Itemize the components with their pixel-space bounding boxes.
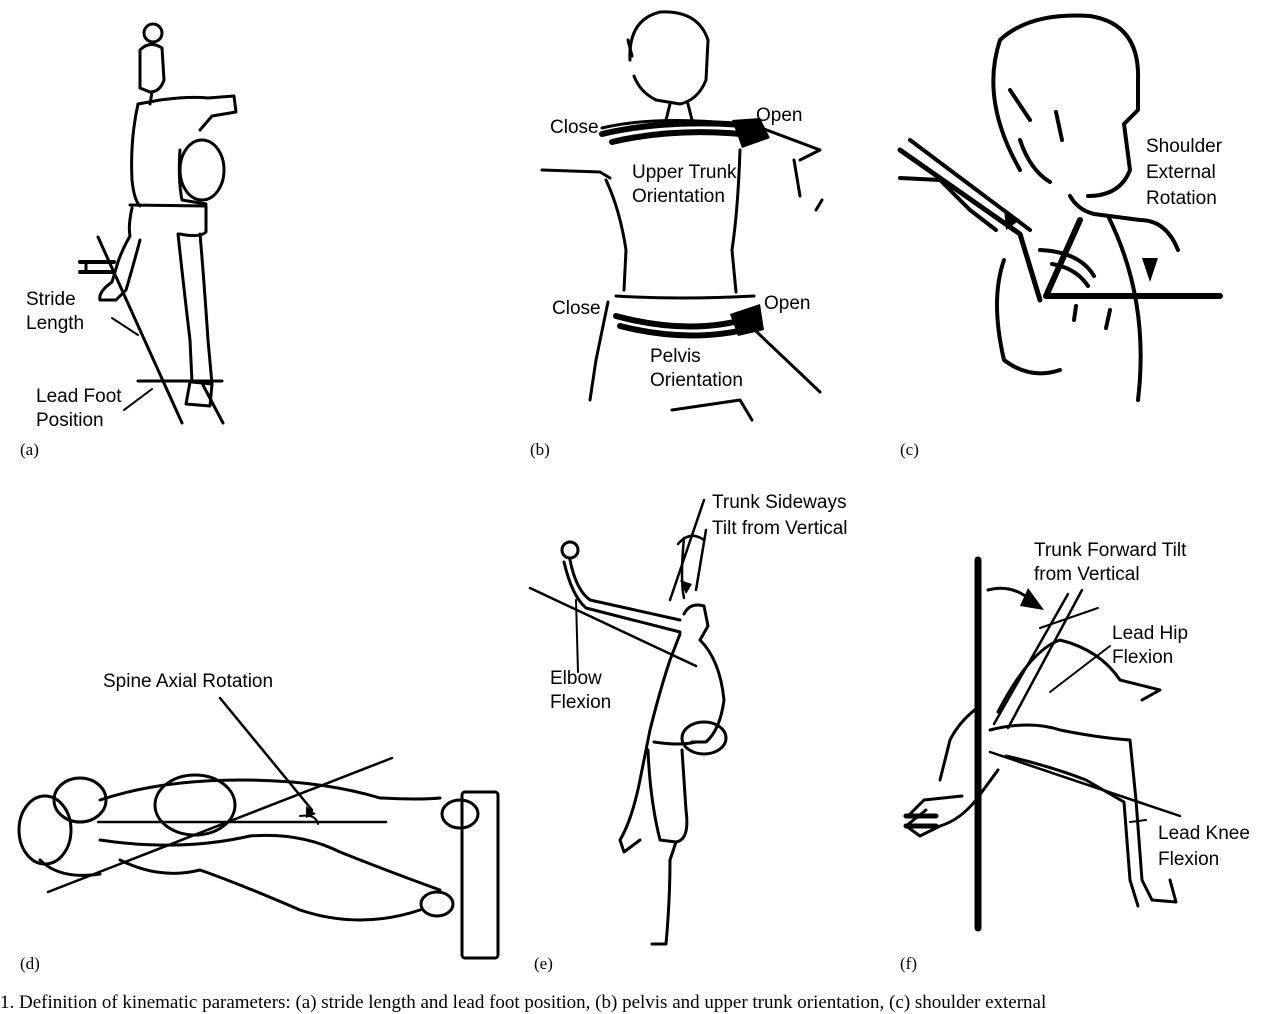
elbow-flexion-label: Elbow Flexion <box>550 668 612 713</box>
lead-foot-position-label: Lead Foot Position <box>36 386 122 431</box>
figure-caption: 1. Definition of kinematic parameters: (… <box>0 992 1047 1013</box>
shoulder-rotation-figure <box>880 0 1280 470</box>
lead-hip-flexion-label: Lead Hip Flexion <box>1112 623 1189 668</box>
panel-tag-b: (b) <box>530 440 550 459</box>
panel-d: Spine Axial Rotation (d) <box>0 480 520 980</box>
panel-tag-a: (a) <box>20 440 39 459</box>
spine-axial-rotation-label: Spine Axial Rotation <box>103 671 274 692</box>
spine-rotation-figure <box>0 480 520 980</box>
pitcher-stride-figure <box>0 0 260 470</box>
trunk-sideways-tilt-label: Trunk Sideways Tilt from Vertical <box>712 492 848 539</box>
panel-e: Trunk Sideways Tilt from Vertical Elbow … <box>520 480 880 980</box>
shoulder-external-rotation-label: Shoulder External Rotation <box>1146 136 1223 209</box>
lead-knee-flexion-label: Lead Knee Flexion <box>1158 823 1250 870</box>
panel-a: Stride Length Lead Foot Position (a) <box>0 0 260 470</box>
trunk-pelvis-orientation-figure <box>520 0 860 470</box>
panel-b: Close Open Upper Trunk Orientation Close… <box>520 0 860 470</box>
panel-tag-d: (d) <box>20 954 40 973</box>
stride-length-label: Stride Length <box>26 289 85 334</box>
close-lower-label: Close <box>552 298 601 319</box>
hip-knee-trunk-tilt-figure <box>880 480 1280 980</box>
panel-c: Shoulder External Rotation (c) <box>880 0 1280 470</box>
upper-trunk-orientation-label: Upper Trunk Orientation <box>632 162 737 207</box>
pelvis-orientation-label: Pelvis Orientation <box>650 346 743 391</box>
close-upper-label: Close <box>550 117 599 138</box>
trunk-forward-tilt-label: Trunk Forward Tilt from Vertical <box>1034 540 1187 585</box>
open-lower-label: Open <box>764 293 811 314</box>
panel-f: Trunk Forward Tilt from Vertical Lead Hi… <box>880 480 1280 980</box>
open-upper-label: Open <box>756 105 803 126</box>
panel-tag-f: (f) <box>900 954 917 973</box>
elbow-trunk-tilt-figure <box>520 480 880 980</box>
panel-tag-e: (e) <box>534 954 553 973</box>
panel-tag-c: (c) <box>900 440 919 459</box>
